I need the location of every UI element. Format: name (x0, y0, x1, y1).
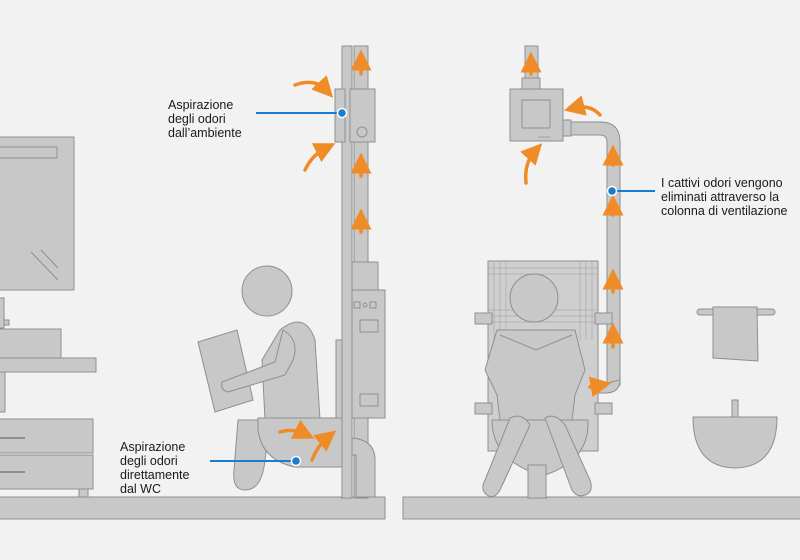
fan-connector (562, 119, 572, 137)
floor-left (0, 496, 386, 520)
tap-handle (3, 319, 10, 326)
drawer-top (0, 418, 94, 454)
callout-room-extraction: Aspirazione degli odori dall’ambiente (168, 98, 242, 140)
callout-line: dall’ambiente (168, 126, 242, 140)
callout-dot-icon (336, 107, 348, 119)
callout-dot-icon (290, 455, 302, 467)
person-leg-left (482, 415, 531, 498)
airflow-arrows (278, 49, 624, 462)
callout-dots (290, 107, 618, 467)
frame-bracket (594, 402, 613, 415)
frame-bracket (474, 402, 493, 415)
cistern-top (351, 261, 379, 293)
callout-dot-icon (606, 185, 618, 197)
person-head (241, 265, 293, 317)
towel-rail (696, 306, 776, 362)
airflow-arrow-icon (588, 376, 612, 398)
vanity-support (0, 371, 6, 413)
callout-line: I cattivi odori vengono (661, 176, 783, 190)
callout-line: degli odori (168, 112, 226, 126)
wc-pedestal (527, 464, 547, 499)
callout-leaders (210, 112, 655, 462)
callout-line: dal WC (120, 482, 161, 496)
airflow-arrow-icon (278, 419, 315, 439)
floor-right (402, 496, 800, 520)
sink-basin (692, 416, 778, 469)
person-arm (221, 329, 296, 393)
callout-line: Aspirazione (120, 440, 186, 454)
drain-elbow (351, 437, 376, 498)
towel (712, 306, 759, 362)
callout-line: direttamente (120, 468, 190, 482)
airflow-arrow-icon (303, 143, 336, 172)
airflow-arrow-icon (310, 430, 337, 462)
frame-bracket (594, 312, 613, 325)
left-scene (0, 45, 386, 520)
callout-line: Aspirazione (168, 98, 234, 112)
person-torso (484, 329, 586, 421)
right-scene (402, 45, 800, 520)
person-head (509, 273, 559, 323)
callout-wc-extraction: Aspirazione degli odori direttamente dal… (120, 440, 189, 496)
person-leg-right (544, 415, 592, 497)
wc-bowl (257, 417, 343, 468)
frame-bracket (474, 312, 493, 325)
exhaust-collar (521, 77, 541, 90)
sink-tap (731, 399, 739, 418)
fan-grille (521, 99, 551, 129)
vanity-counter (0, 357, 97, 373)
callout-ventilation-column: I cattivi odori vengono eliminati attrav… (661, 176, 787, 218)
callout-line: colonna di ventilazione (661, 204, 788, 218)
airflow-arrow-icon (293, 75, 334, 98)
person-reading-right (482, 273, 592, 498)
airflow-arrow-icon (520, 143, 543, 185)
vanity-basin (0, 328, 62, 359)
fan-button (356, 126, 368, 138)
drawer-foot (78, 488, 89, 498)
airflow-arrow-icon (563, 95, 602, 117)
tap (0, 297, 5, 329)
callout-line: eliminati attraverso la (661, 190, 780, 204)
magazine (197, 329, 254, 413)
callout-line: degli odori (120, 454, 178, 468)
wall-sink (692, 399, 778, 469)
mirror (0, 136, 75, 291)
